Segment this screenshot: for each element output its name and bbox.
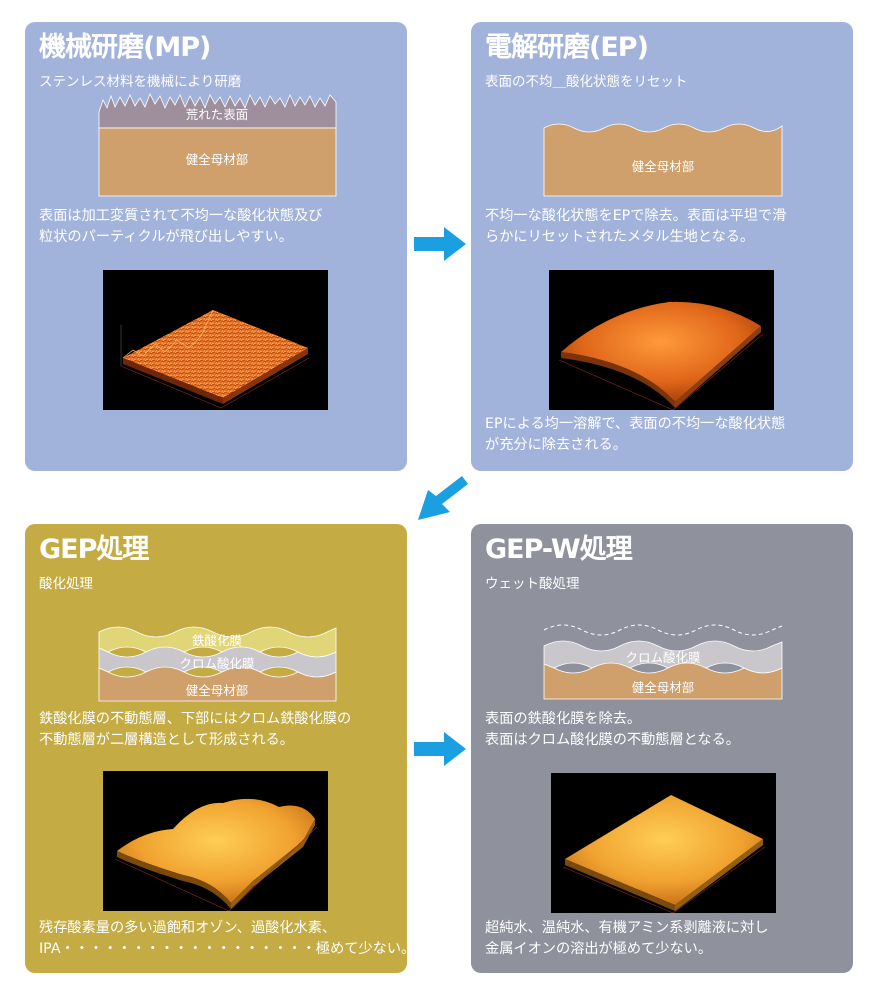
ep-panel: 電解研磨(EP) 表面の不均＿酸化状態をリセット 健全母材部 不均一な酸化状態を… bbox=[471, 22, 853, 471]
base-metal-label: 健全母材部 bbox=[632, 159, 695, 174]
base-metal-layer bbox=[98, 127, 337, 197]
ep-title: 電解研磨(EP) bbox=[485, 32, 649, 63]
removed-iron-oxide-outline bbox=[543, 624, 783, 636]
rough-surface-label: 荒れた表面 bbox=[186, 107, 249, 122]
arrow-right-icon bbox=[414, 227, 466, 261]
base-metal-label: 健全母材部 bbox=[186, 152, 249, 167]
rough-surface-3d-plot-icon bbox=[120, 309, 310, 409]
ep-subtitle: 表面の不均＿酸化状態をリセット bbox=[485, 74, 688, 90]
chromium-oxide-label: クロム酸化膜 bbox=[179, 656, 254, 671]
arrow-down-left-icon bbox=[418, 476, 468, 520]
gep-result-description: 残存酸素量の多い過飽和オゾン、過酸化水素、 IPA・・・・・・・・・・・・・・・… bbox=[39, 920, 407, 957]
ep-result-description: EPによる均一溶解で、表面の不均一な酸化状態 が充分に除去される。 bbox=[485, 416, 786, 453]
oxidized-surface-3d-plot-icon bbox=[114, 798, 318, 912]
mp-surface-plot bbox=[103, 270, 328, 410]
chromium-oxide-label: クロム酸化膜 bbox=[625, 650, 700, 665]
mp-subtitle: ステンレス材料を機械により研磨 bbox=[39, 74, 242, 90]
gepw-title: GEP-W処理 bbox=[485, 534, 633, 565]
gepw-description: 表面の鉄酸化膜を除去。 表面はクロム酸化膜の不動態層となる。 bbox=[485, 711, 740, 748]
gepw-result-description: 超純水、温純水、有機アミン系剥離液に対し 金属イオンの溶出が極めて少ない。 bbox=[485, 920, 769, 957]
gep-layer-diagram: 鉄酸化膜 クロム酸化膜 健全母材部 bbox=[98, 626, 337, 702]
passivated-surface-3d-plot-icon bbox=[562, 795, 766, 914]
gepw-panel: GEP-W処理 ウェット酸処理 クロム酸化膜 健全母材部 表面の鉄酸化膜を除去。… bbox=[471, 524, 853, 973]
base-metal-layer bbox=[543, 123, 783, 197]
ep-surface-plot bbox=[549, 270, 774, 411]
base-metal-layer bbox=[543, 662, 783, 700]
smooth-surface-3d-plot-icon bbox=[558, 301, 764, 411]
mp-layer-diagram: 荒れた表面 健全母材部 bbox=[98, 93, 337, 197]
ep-description: 不均一な酸化状態をEPで除去。表面は平坦で滑 らかにリセットされたメタル生地とな… bbox=[485, 208, 787, 245]
gep-surface-plot bbox=[103, 771, 328, 912]
base-metal-label: 健全母材部 bbox=[186, 683, 249, 698]
base-metal-label: 健全母材部 bbox=[632, 680, 695, 695]
ep-layer-diagram: 健全母材部 bbox=[543, 123, 783, 197]
gepw-subtitle: ウェット酸処理 bbox=[485, 576, 580, 592]
gep-panel: GEP処理 酸化処理 鉄酸化膜 クロム酸化膜 健全母材部 鉄酸化膜の不動態層、下… bbox=[25, 524, 407, 973]
gepw-surface-plot bbox=[551, 773, 776, 914]
gep-subtitle: 酸化処理 bbox=[39, 576, 93, 592]
iron-oxide-label: 鉄酸化膜 bbox=[192, 633, 242, 648]
gep-title: GEP処理 bbox=[39, 534, 149, 565]
gepw-layer-diagram: クロム酸化膜 健全母材部 bbox=[543, 624, 783, 700]
mp-description: 表面は加工変質されて不均一な酸化状態及び 粒状のパーティクルが飛び出しやすい。 bbox=[39, 208, 323, 245]
base-metal-layer bbox=[98, 666, 337, 702]
arrow-right-icon bbox=[414, 732, 466, 766]
mp-title: 機械研磨(MP) bbox=[39, 32, 211, 63]
rough-surface-layer bbox=[98, 93, 337, 129]
gep-description: 鉄酸化膜の不動態層、下部にはクロム鉄酸化膜の 不動態層が二層構造として形成される… bbox=[39, 711, 352, 748]
mp-panel: 機械研磨(MP) ステンレス材料を機械により研磨 荒れた表面 健全母材部 表面は… bbox=[25, 22, 407, 471]
